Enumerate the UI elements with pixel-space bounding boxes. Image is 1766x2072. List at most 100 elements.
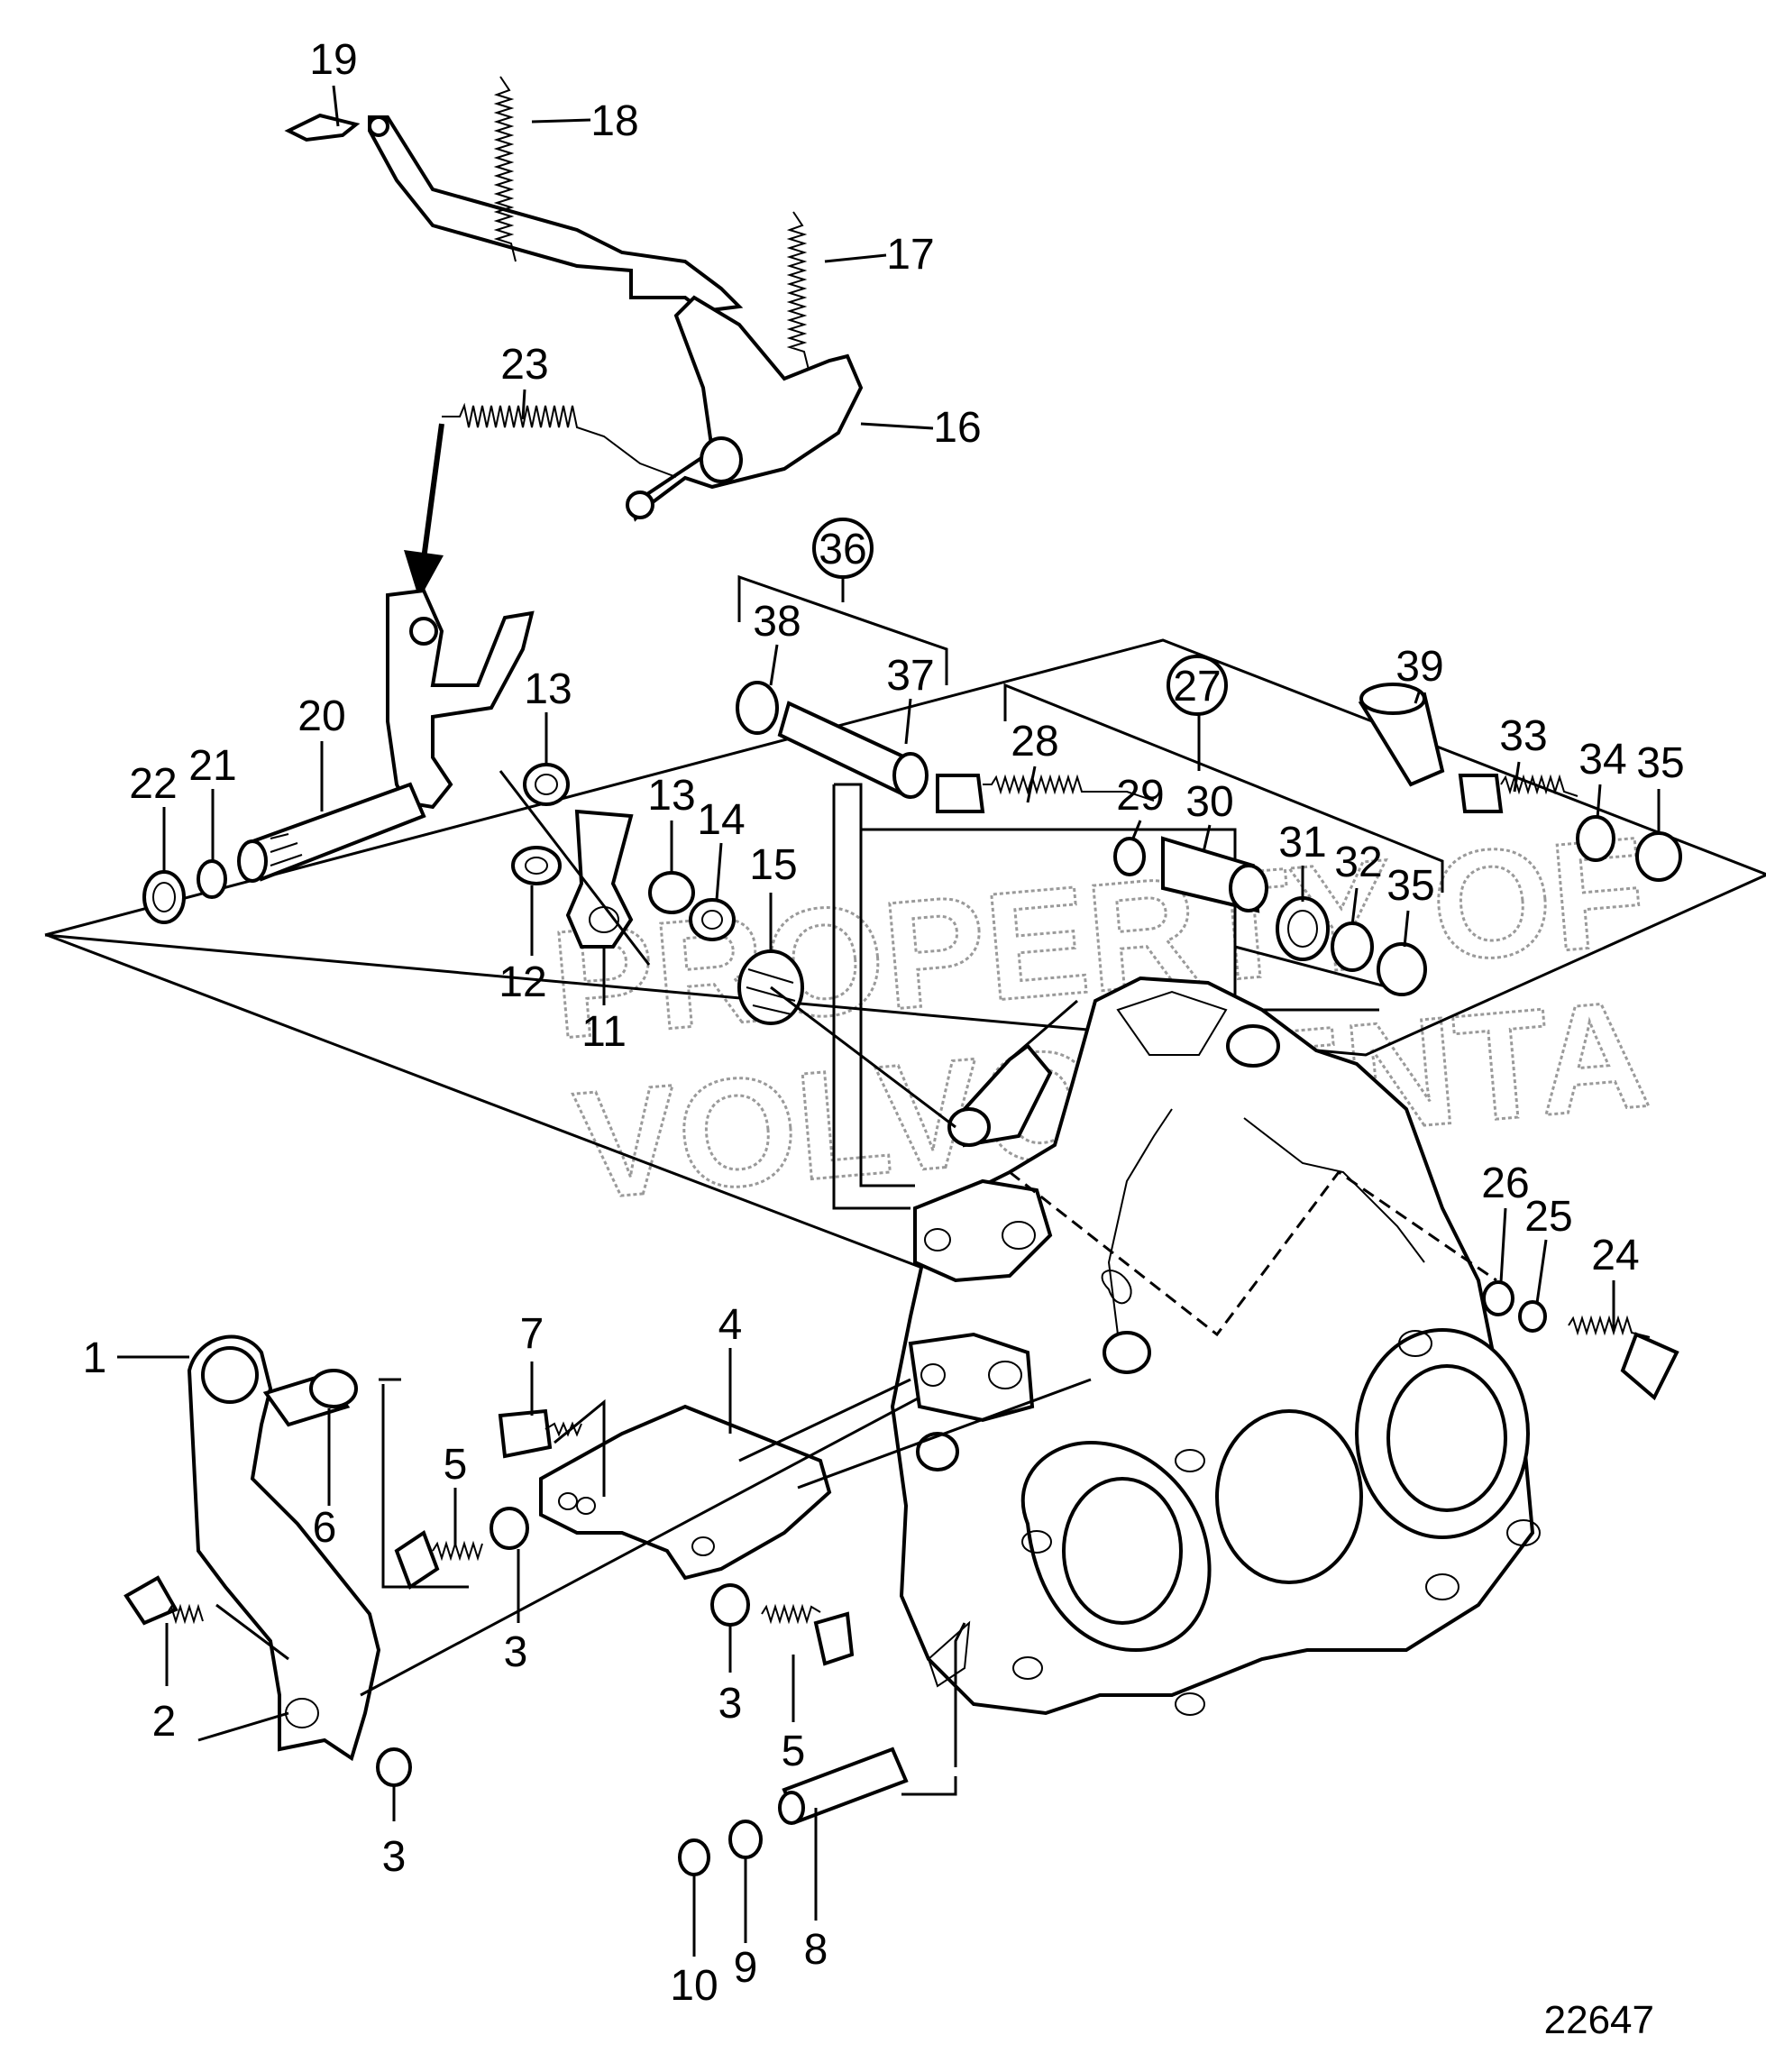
nut-3-right	[710, 1583, 750, 1627]
callout-17: 17	[886, 231, 934, 279]
lever-11	[565, 809, 634, 949]
group-36-bracket	[737, 574, 948, 685]
lever-16	[628, 295, 864, 522]
callout-10: 10	[670, 1962, 718, 2010]
left-bracket-box	[832, 784, 910, 1210]
bracket-line-upper	[738, 1378, 911, 1462]
selector-rod	[1009, 999, 1078, 1061]
stud-boss	[1103, 1331, 1151, 1374]
callout-29: 29	[1116, 772, 1164, 820]
hidden-line	[1009, 1169, 1497, 1337]
callout-28: 28	[1011, 718, 1058, 766]
washer-32	[1331, 921, 1374, 972]
shaft-group-parts	[736, 681, 1682, 996]
cap-39-top	[1359, 683, 1426, 715]
callout-4: 4	[718, 1301, 743, 1349]
bolt-24-head	[1620, 1332, 1679, 1401]
callout-21: 21	[188, 742, 236, 790]
bolt-2-thread	[166, 1603, 204, 1625]
callout-31: 31	[1278, 819, 1326, 866]
bush-line	[381, 1384, 469, 1589]
callout-24: 24	[1591, 1232, 1639, 1279]
pin-8-end	[778, 1791, 805, 1825]
ring-38	[736, 681, 779, 735]
group-callouts: 36 27	[812, 518, 1228, 716]
pin-line	[901, 1776, 957, 1796]
callout-2: 2	[152, 1698, 177, 1746]
leader-32	[1350, 887, 1359, 926]
bolt-5-left-head	[394, 1529, 440, 1591]
bolt-24-thread	[1568, 1315, 1651, 1338]
bolt-5-right-head	[813, 1611, 855, 1666]
lower-mount-hole-1	[920, 1363, 946, 1387]
washer-14	[689, 898, 736, 941]
nut-3-lower-left	[376, 1747, 412, 1787]
washer-31-hole	[1287, 910, 1318, 948]
callout-32: 32	[1334, 839, 1382, 886]
callout-30: 30	[1185, 778, 1233, 826]
washer-14-hole	[701, 910, 723, 930]
callout-35-upper: 35	[1636, 739, 1684, 787]
spring-15-axis	[770, 986, 956, 1129]
pin-boss	[916, 1432, 959, 1471]
callout-38: 38	[753, 598, 801, 646]
bracket-line-right	[797, 1378, 1092, 1490]
lower-mount-hole-2	[988, 1361, 1022, 1389]
bolt-28-head	[936, 774, 985, 813]
bearing-bore-inner	[1386, 1364, 1507, 1512]
housing-flange-edge	[1243, 1117, 1425, 1263]
leader-18	[531, 118, 591, 124]
clip-19	[284, 113, 361, 142]
leader-35-lower	[1403, 910, 1410, 948]
lower-bracket-assembly	[124, 1334, 1092, 1876]
leader-14	[715, 842, 723, 901]
callout-9: 9	[734, 1944, 758, 1992]
housing-top-boss	[1116, 990, 1228, 1056]
group-circle-27	[1167, 655, 1228, 716]
middle-lever-assembly	[499, 763, 956, 1129]
callout-5-left: 5	[444, 1441, 468, 1489]
callout-19: 19	[309, 36, 357, 84]
leader-25	[1535, 1239, 1548, 1304]
front-bore-left	[1062, 1477, 1183, 1625]
assembly-arrow-head	[404, 550, 444, 600]
bush-6-end	[309, 1369, 358, 1408]
washer-26	[1482, 1280, 1514, 1316]
side-bolt-group	[1482, 1280, 1679, 1401]
inner-box	[859, 830, 915, 1187]
callout-26: 26	[1481, 1160, 1529, 1207]
callout-35-lower: 35	[1386, 862, 1434, 910]
screw-33-thread	[1500, 774, 1578, 797]
bracket-4-hole-2	[576, 1497, 596, 1515]
bolt-7-line	[554, 1398, 606, 1497]
group-27-bracket	[1003, 683, 1444, 893]
leader-26	[1499, 1207, 1507, 1283]
callout-12: 12	[499, 958, 546, 1006]
housing-bolt-hole	[1226, 1024, 1280, 1068]
callout-23: 23	[500, 341, 548, 389]
bolt-2-line	[215, 1603, 289, 1661]
callout-15: 15	[749, 841, 797, 889]
spring-23	[442, 402, 677, 478]
callout-13-lower: 13	[647, 772, 695, 820]
front-bore-right	[1215, 1409, 1363, 1584]
sleeve-30-end	[1229, 864, 1268, 912]
callout-3-mid: 3	[504, 1628, 528, 1676]
callout-5-right: 5	[782, 1728, 806, 1775]
callout-11: 11	[581, 1008, 627, 1056]
washer-31	[1276, 896, 1330, 961]
leader-17	[824, 253, 887, 263]
washer-22	[142, 870, 186, 924]
housing-lug	[1101, 1270, 1132, 1305]
callout-33: 33	[1499, 712, 1547, 760]
callout-37: 37	[886, 652, 934, 700]
leader-38	[769, 644, 779, 686]
bracket-1-eye	[201, 1346, 259, 1404]
flange-hole-2	[1012, 1656, 1043, 1680]
flange-hole-4	[1175, 1449, 1205, 1472]
callout-7: 7	[520, 1310, 544, 1358]
leader-lines	[117, 85, 1661, 1957]
callout-14: 14	[697, 796, 745, 844]
bolt-28-thread	[983, 774, 1155, 802]
callout-1: 1	[83, 1334, 107, 1382]
